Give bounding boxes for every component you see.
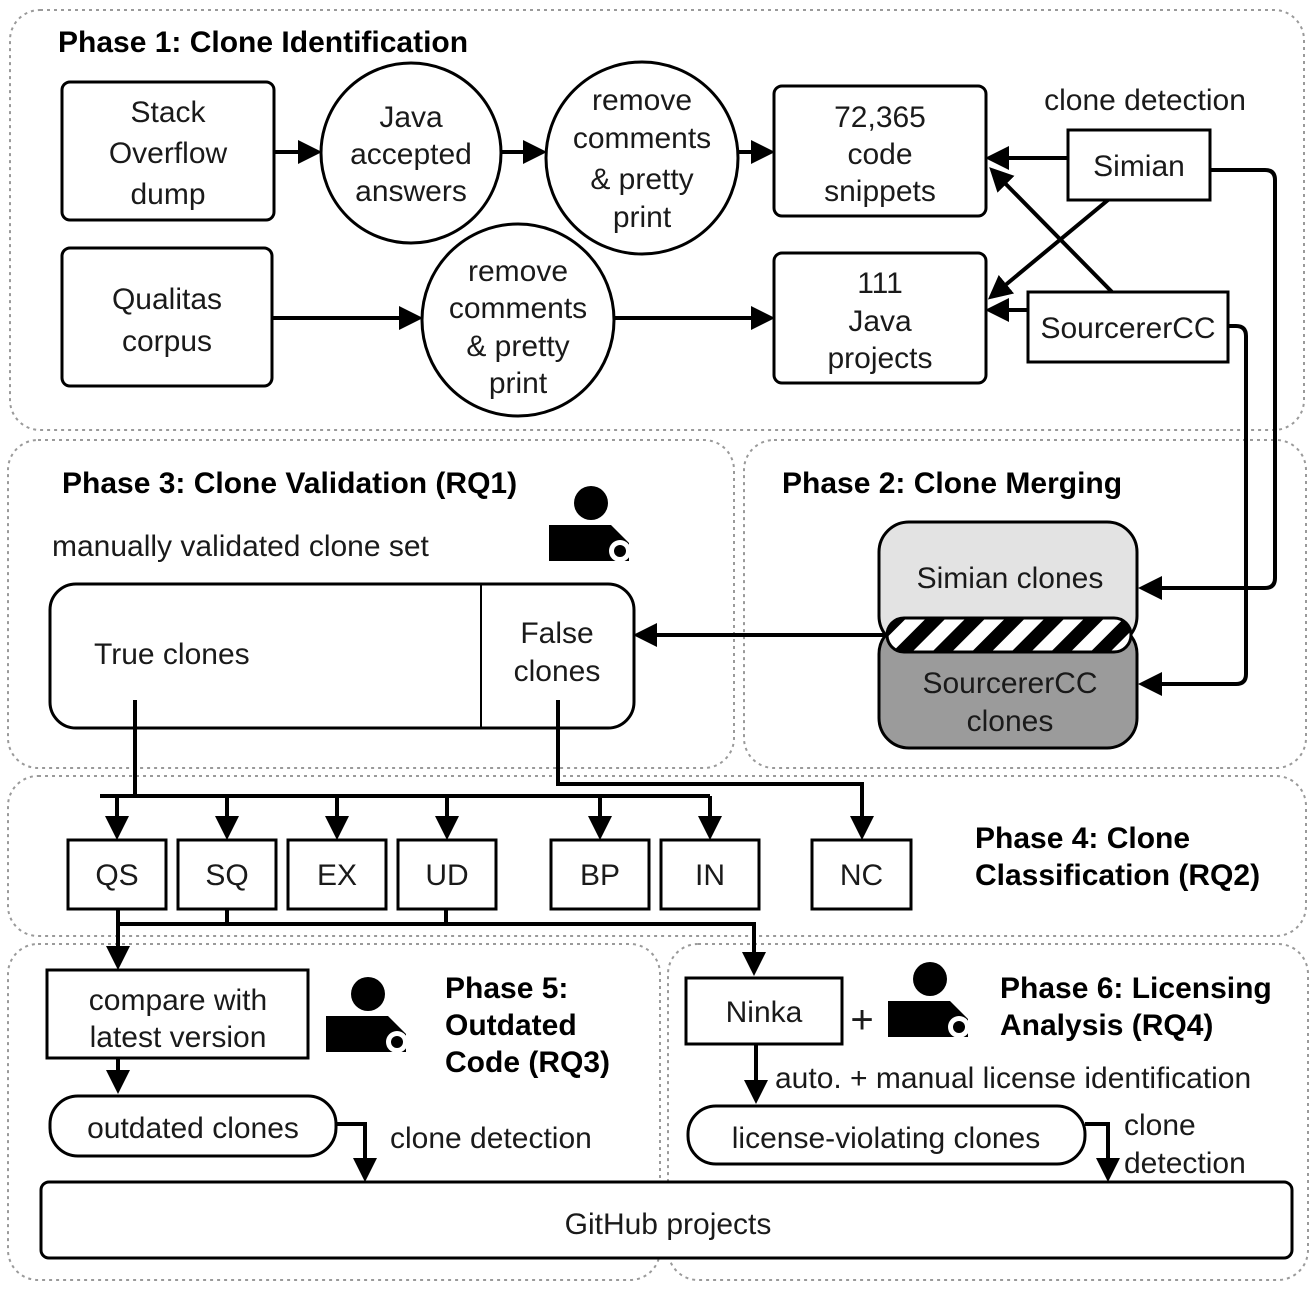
simian-label: Simian bbox=[1093, 150, 1185, 183]
java-projects-label: Java bbox=[848, 305, 912, 338]
phase5-title-line1: Phase 5: bbox=[445, 972, 568, 1005]
category-label-qs: QS bbox=[95, 859, 138, 892]
category-box-qs bbox=[66, 838, 168, 911]
arrow-outdated-to-github bbox=[336, 1122, 377, 1182]
category-box-ud bbox=[396, 838, 498, 911]
remove-comments-label: comments bbox=[573, 122, 711, 155]
category-label-in: IN bbox=[695, 859, 725, 892]
license-violating-box bbox=[686, 1104, 1087, 1166]
phase2-panel bbox=[743, 439, 1307, 769]
phase4-panel bbox=[7, 775, 1307, 937]
validated-set-caption: manually validated clone set bbox=[52, 530, 430, 563]
phase6-panel bbox=[667, 943, 1309, 1281]
qualitas-corpus-box bbox=[60, 246, 274, 388]
false-clones-label: clones bbox=[514, 655, 601, 688]
remove-comments-label: print bbox=[489, 367, 548, 400]
arrow-false-to-nc bbox=[556, 700, 874, 840]
phase4-title-line2: Classification (RQ2) bbox=[975, 859, 1260, 892]
category-box-bp bbox=[549, 838, 651, 911]
compare-latest-label: latest version bbox=[90, 1021, 267, 1054]
github-projects-label: GitHub projects bbox=[565, 1208, 772, 1241]
sourcerercc-clones-label: clones bbox=[967, 705, 1054, 738]
compare-latest-box bbox=[45, 968, 310, 1060]
false-clones-label: False bbox=[520, 617, 593, 650]
phase1-title: Phase 1: Clone Identification bbox=[58, 26, 468, 59]
category-box-in bbox=[659, 838, 761, 911]
clone-detection-label: detection bbox=[1124, 1147, 1246, 1180]
stackoverflow-dump-label: dump bbox=[130, 178, 205, 211]
phase4-title-line1: Phase 4: Clone bbox=[975, 822, 1190, 855]
simian-clones-label: Simian clones bbox=[917, 562, 1104, 595]
qualitas-label: corpus bbox=[122, 325, 212, 358]
arrow-sourcerer-to-snippets bbox=[989, 167, 1114, 294]
category-label-nc: NC bbox=[840, 859, 883, 892]
phase3-panel bbox=[7, 439, 735, 769]
license-violating-label: license-violating clones bbox=[732, 1122, 1041, 1155]
phase2-title: Phase 2: Clone Merging bbox=[782, 467, 1122, 500]
phase5-panel bbox=[7, 943, 661, 1281]
plus-sign: + bbox=[850, 998, 873, 1042]
outdated-clones-label: outdated clones bbox=[87, 1112, 299, 1145]
category-box-nc bbox=[810, 838, 913, 911]
phase5-title-line2: Outdated bbox=[445, 1009, 577, 1042]
qualitas-label: Qualitas bbox=[112, 283, 222, 316]
arrow-violating-to-github bbox=[1085, 1122, 1120, 1182]
ninka-label: Ninka bbox=[726, 996, 803, 1029]
github-projects-box bbox=[39, 1180, 1294, 1260]
compare-latest-label: compare with bbox=[89, 984, 267, 1017]
phase6-title-line2: Analysis (RQ4) bbox=[1000, 1009, 1213, 1042]
sourcerercc-clones-label: SourcererCC bbox=[922, 667, 1097, 700]
clone-detection-label: clone bbox=[1124, 1109, 1196, 1142]
person-reviewer-icon bbox=[549, 486, 631, 562]
category-box-sq bbox=[176, 838, 278, 911]
code-snippets-label: 72,365 bbox=[834, 101, 926, 134]
category-label-ex: EX bbox=[317, 859, 357, 892]
phase3-title: Phase 3: Clone Validation (RQ1) bbox=[62, 467, 517, 500]
category-box-ex bbox=[286, 838, 388, 911]
code-snippets-label: code bbox=[847, 138, 912, 171]
wire-to-ninka bbox=[116, 910, 766, 976]
ninka-box bbox=[684, 976, 844, 1046]
phase6-title-line1: Phase 6: Licensing bbox=[1000, 972, 1272, 1005]
license-identification-label: auto. + manual license identification bbox=[775, 1062, 1251, 1095]
java-answers-label: answers bbox=[355, 175, 467, 208]
sourcerercc-label: SourcererCC bbox=[1040, 312, 1215, 345]
code-snippets-label: snippets bbox=[824, 175, 936, 208]
java-answers-label: accepted bbox=[350, 138, 472, 171]
clone-detection-label: clone detection bbox=[1044, 84, 1246, 117]
phase5-title-line3: Code (RQ3) bbox=[445, 1046, 610, 1079]
stackoverflow-dump-label: Overflow bbox=[109, 137, 228, 170]
arrow-simian-to-projects bbox=[987, 198, 1110, 300]
category-label-sq: SQ bbox=[205, 859, 248, 892]
category-label-bp: BP bbox=[580, 859, 620, 892]
remove-comments-label: comments bbox=[449, 292, 587, 325]
arrow-simian-to-merge bbox=[1138, 168, 1277, 600]
category-group: QS SQ EX UD BP IN NC bbox=[66, 796, 913, 924]
java-projects-label: projects bbox=[827, 342, 932, 375]
remove-comments-label: remove bbox=[468, 255, 568, 288]
remove-comments-label: & pretty bbox=[466, 330, 569, 363]
validated-clone-set bbox=[48, 582, 636, 730]
category-label-ud: UD bbox=[425, 859, 468, 892]
phase1-panel bbox=[9, 9, 1305, 431]
remove-comments-label: remove bbox=[592, 84, 692, 117]
person-reviewer-icon bbox=[888, 962, 970, 1038]
stackoverflow-dump-label: Stack bbox=[130, 96, 206, 129]
overlap-region bbox=[885, 616, 1133, 654]
person-reviewer-icon bbox=[326, 977, 408, 1053]
java-answers-label: Java bbox=[379, 101, 443, 134]
remove-comments-label: & pretty bbox=[590, 163, 693, 196]
clone-detection-label: clone detection bbox=[390, 1122, 592, 1155]
true-clones-label: True clones bbox=[94, 638, 250, 671]
arrow-sourcerer-to-merge bbox=[1138, 324, 1248, 696]
java-projects-label: 111 bbox=[857, 267, 903, 300]
simian-box bbox=[1066, 128, 1212, 202]
remove-comments-label: print bbox=[613, 201, 672, 234]
